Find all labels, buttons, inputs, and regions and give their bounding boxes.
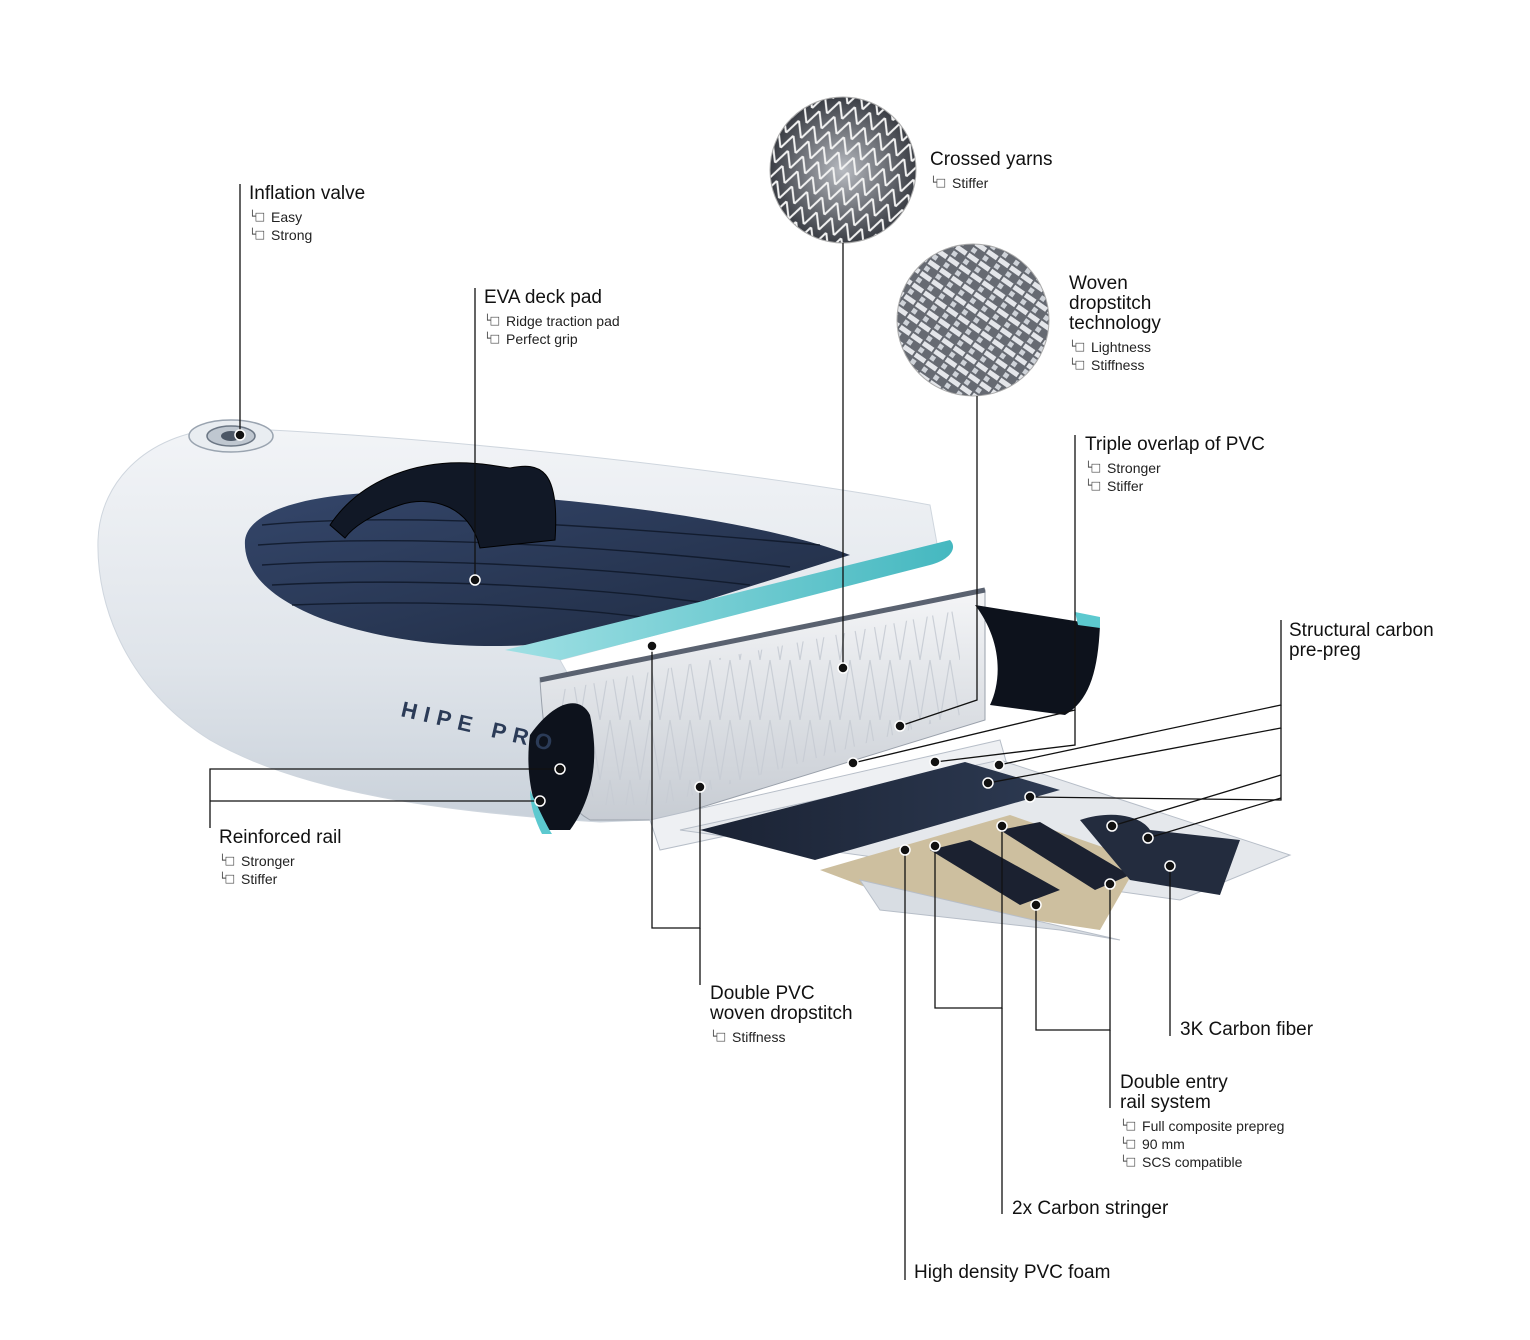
callout-title: Crossed yarns	[930, 149, 1053, 170]
callout-title: Inflation valve	[249, 183, 366, 204]
callout-woven-dropstitch: Woven dropstitch technology └□Lightness …	[1069, 273, 1161, 374]
callout-triple-overlap: Triple overlap of PVC └□Stronger └□Stiff…	[1085, 434, 1265, 495]
carbon-stringer-1	[930, 840, 1060, 905]
callout-title: Woven dropstitch technology	[1069, 273, 1161, 334]
callout-title: Double PVC woven dropstitch	[710, 983, 853, 1024]
eva-deck-pad	[244, 491, 850, 647]
crossed-yarns-magnifier	[769, 96, 917, 244]
upper-rail-piece	[975, 605, 1100, 715]
callout-double-entry-rail: Double entry rail system └□Full composit…	[1120, 1072, 1285, 1171]
callout-carbon-stringer: 2x Carbon stringer	[1012, 1199, 1168, 1219]
callout-title: Triple overlap of PVC	[1085, 434, 1265, 455]
callout-pvc-foam: High density PVC foam	[914, 1263, 1110, 1283]
callout-double-pvc: Double PVC woven dropstitch └□Stiffness	[710, 983, 853, 1046]
callout-3k-carbon-fiber: 3K Carbon fiber	[1180, 1020, 1313, 1040]
callout-inflation-valve: Inflation valve └□Easy └□Strong	[249, 183, 366, 244]
callout-crossed-yarns: Crossed yarns └□Stiffer	[930, 149, 1053, 192]
callout-title: High density PVC foam	[914, 1262, 1111, 1283]
bottom-skin	[858, 879, 1121, 941]
callout-reinforced-rail: Reinforced rail └□Stronger └□Stiffer	[219, 827, 342, 888]
carbon-prepreg-layer	[700, 762, 1060, 860]
callout-title: Double entry rail system	[1120, 1072, 1228, 1113]
callout-title: Reinforced rail	[219, 827, 342, 848]
foot-strap	[329, 462, 557, 549]
callout-eva-deck-pad: EVA deck pad └□Ridge traction pad └□Perf…	[484, 287, 620, 348]
callout-title: Structural carbon pre-preg	[1289, 620, 1434, 661]
callout-structural-carbon: Structural carbon pre-preg	[1289, 621, 1434, 661]
teal-rail-edge	[505, 540, 954, 660]
rail-system-block	[1080, 814, 1240, 895]
inflation-valve	[188, 419, 274, 453]
carbon-stringer-2	[1000, 822, 1130, 890]
callout-title: 3K Carbon fiber	[1180, 1019, 1314, 1040]
woven-dropstitch-magnifier	[896, 243, 1050, 397]
callout-title: EVA deck pad	[484, 287, 602, 308]
callout-title: 2x Carbon stringer	[1012, 1198, 1169, 1219]
